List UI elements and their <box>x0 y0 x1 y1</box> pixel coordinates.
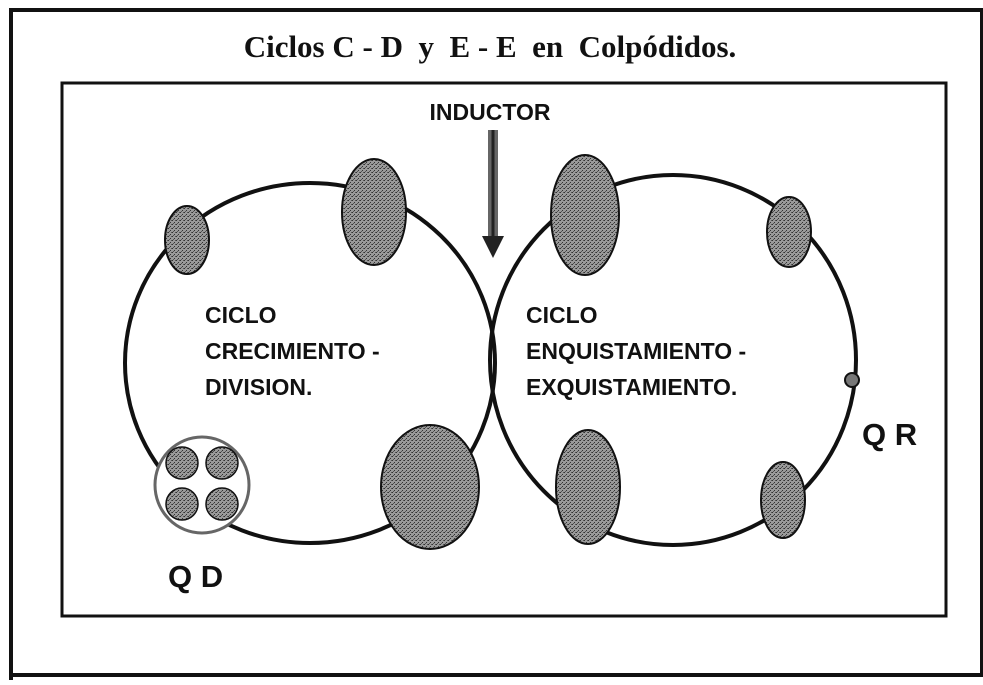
trophont-cell <box>380 424 480 550</box>
inductor-label: INDUCTOR <box>430 99 551 125</box>
excysting-cell <box>555 429 621 545</box>
inductor-arrow <box>482 130 504 258</box>
right-cycle-label-line3: EXQUISTAMIENTO. <box>526 374 737 400</box>
inner-frame <box>60 81 948 618</box>
left-cycle-label-line3: DIVISION. <box>205 374 312 400</box>
encystment-excystment-cycle-circle <box>488 173 858 547</box>
qr-label: Q R <box>862 417 917 452</box>
division-cyst <box>153 435 251 535</box>
trophont-cell <box>164 205 210 275</box>
encysting-cell <box>550 154 620 276</box>
resting-cyst <box>844 372 860 388</box>
right-cycle-label-line2: ENQUISTAMIENTO - <box>526 338 746 364</box>
left-cycle-label-line2: CRECIMIENTO - <box>205 338 380 364</box>
trophont-cell <box>341 158 407 266</box>
excysting-cell <box>760 461 806 539</box>
diagram-title: Ciclos C - D y E - E en Colpódidos. <box>244 29 737 64</box>
encysting-cell <box>766 196 812 268</box>
outer-frame <box>9 8 983 680</box>
left-cycle-label-line1: CICLO <box>205 302 277 328</box>
growth-division-cycle-circle <box>123 181 497 545</box>
qd-label: Q D <box>168 559 223 594</box>
right-cycle-label-line1: CICLO <box>526 302 598 328</box>
